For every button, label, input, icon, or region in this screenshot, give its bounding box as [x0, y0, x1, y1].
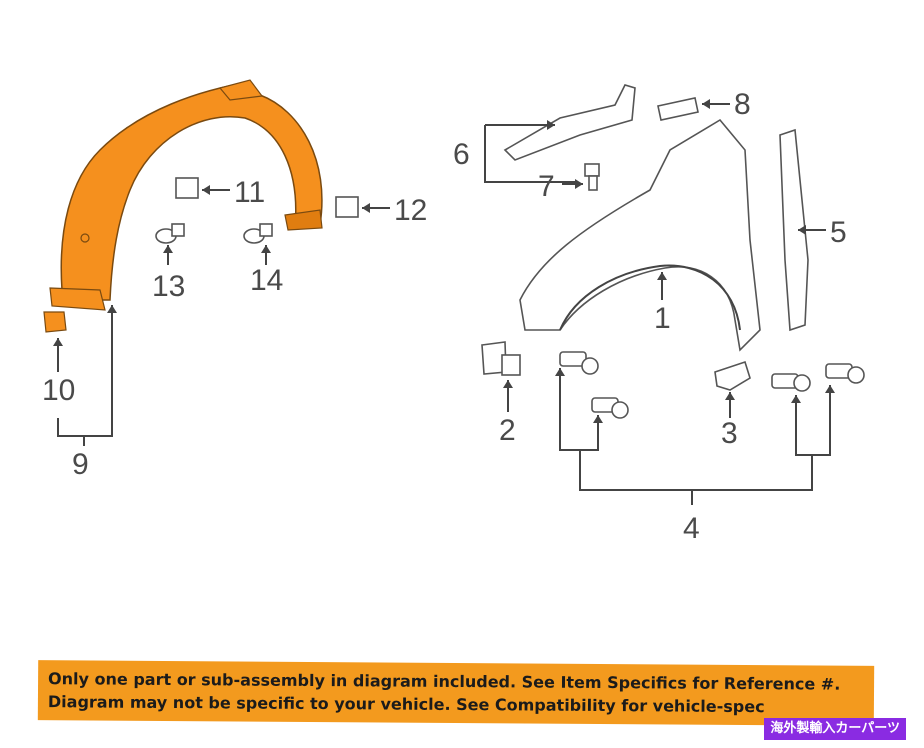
callout-5: 5	[830, 216, 847, 249]
clip-part-12[interactable]	[335, 196, 359, 218]
callout-3: 3	[721, 417, 738, 450]
callout-10: 10	[42, 374, 75, 407]
import-parts-badge: 海外製輸入カーパーツ	[764, 718, 906, 740]
pin-part-14[interactable]	[243, 223, 273, 244]
callout-7: 7	[538, 170, 555, 203]
disclaimer-banner: Only one part or sub-assembly in diagram…	[37, 660, 875, 726]
leader-lines	[53, 99, 835, 505]
callout-14: 14	[250, 264, 283, 297]
bracket-part-5[interactable]	[779, 128, 809, 332]
callout-6: 6	[453, 138, 470, 171]
bracket-part-3[interactable]	[714, 360, 751, 391]
callout-9: 9	[72, 448, 89, 481]
pad-part-8[interactable]	[657, 97, 699, 121]
bolt-part-7[interactable]	[584, 163, 600, 191]
clip-part-11[interactable]	[175, 177, 199, 199]
callout-1: 1	[654, 302, 671, 335]
callout-4: 4	[683, 512, 700, 545]
clip-part-10[interactable]	[43, 311, 67, 333]
bracket-part-6[interactable]	[503, 84, 636, 161]
callout-2: 2	[499, 414, 516, 447]
nut-part-2[interactable]	[481, 341, 521, 376]
callout-13: 13	[152, 270, 185, 303]
fender-part-1[interactable]	[519, 118, 761, 352]
fender-liner-part[interactable]	[49, 79, 323, 311]
callout-8: 8	[734, 88, 751, 121]
pin-part-13[interactable]	[155, 223, 185, 244]
callout-11: 11	[234, 176, 265, 209]
callout-12: 12	[394, 194, 427, 227]
disclaimer-line-2: Diagram may not be specific to your vehi…	[47, 692, 765, 717]
disclaimer-line-1: Only one part or sub-assembly in diagram…	[48, 669, 841, 694]
bolts-part-4[interactable]	[559, 351, 865, 419]
parts-diagram: 11 12 13 14 10 9 8 6 7 5 1 2 3 4	[42, 79, 865, 545]
